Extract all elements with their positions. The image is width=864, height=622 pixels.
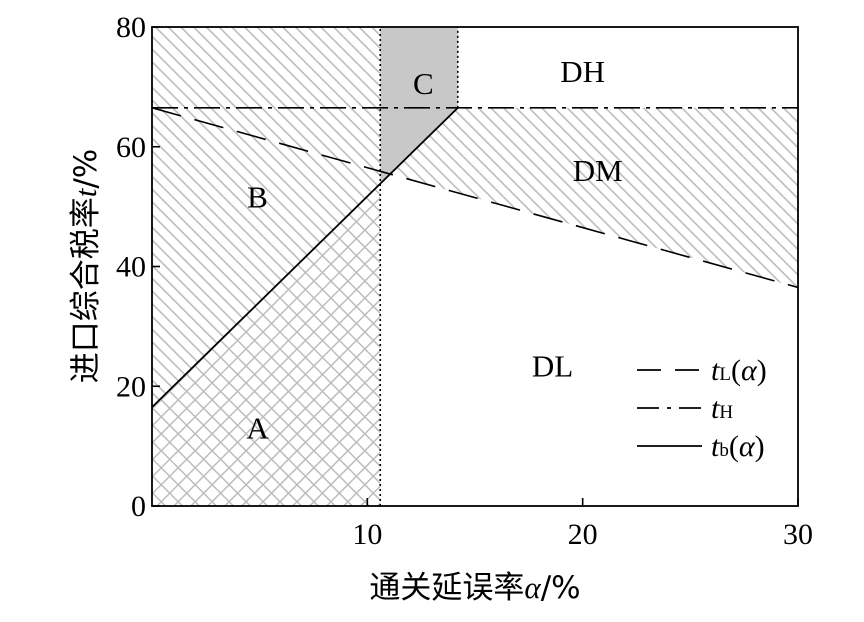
y-tick-label: 40 <box>116 251 146 284</box>
legend-label-tb: tb(α) <box>711 430 765 463</box>
y-tick-label: 80 <box>116 11 146 44</box>
region-label-c: C <box>413 66 434 101</box>
legend: tL(α) tH tb(α) <box>637 354 767 463</box>
y-tick-label: 20 <box>116 370 146 403</box>
region-dm-fill <box>390 107 798 288</box>
region-label-dh: DH <box>560 54 605 89</box>
y-axis-title: 进口综合税率t/% <box>68 149 104 384</box>
x-tick-label: 10 <box>352 518 382 551</box>
series-tl-line <box>152 107 798 289</box>
x-tick-label: 30 <box>783 518 813 551</box>
y-tick-label: 0 <box>131 490 146 523</box>
region-labels: A B C DH DM DL <box>246 54 622 445</box>
region-a-fill <box>152 183 381 506</box>
legend-label-tl: tL(α) <box>711 354 767 387</box>
legend-label-th: tH <box>711 392 733 425</box>
series-tb-line <box>152 107 459 408</box>
y-axis-ticks: 0 20 40 60 80 <box>116 11 160 523</box>
region-label-b: B <box>247 180 268 215</box>
y-tick-label: 60 <box>116 131 146 164</box>
x-axis-ticks: 10 20 30 <box>352 498 813 551</box>
x-tick-label: 20 <box>568 518 598 551</box>
region-label-dl: DL <box>532 349 573 384</box>
region-label-a: A <box>246 410 269 445</box>
x-axis-title: 通关延误率α/% <box>369 570 580 606</box>
region-c-fill <box>380 27 458 184</box>
region-b-fill <box>152 27 381 408</box>
region-label-dm: DM <box>573 153 623 188</box>
